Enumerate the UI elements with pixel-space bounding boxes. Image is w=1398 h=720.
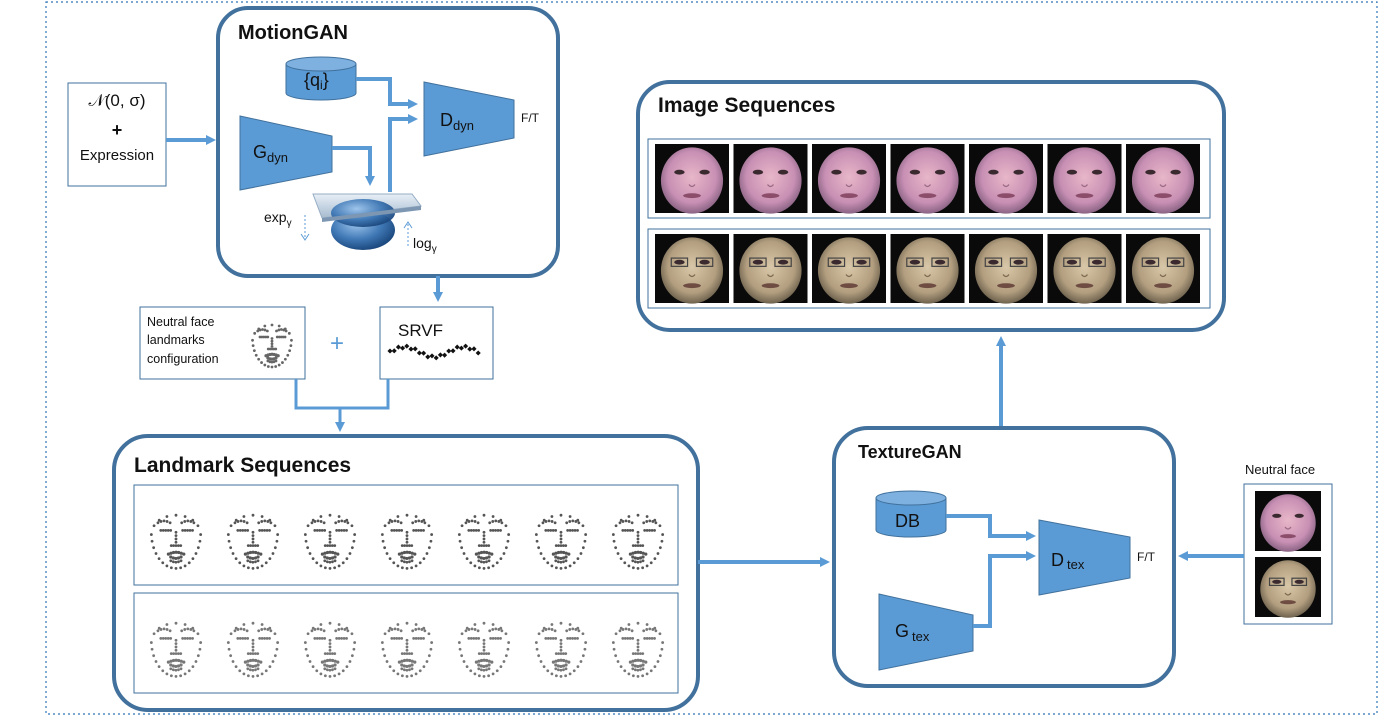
- svg-text:Ddyn: Ddyn: [440, 110, 474, 133]
- landmark-faces-group: [149, 513, 665, 678]
- srvf-curve-icon: [387, 343, 481, 361]
- face-image-subject-2: [890, 234, 965, 304]
- landmark-face: [457, 513, 511, 570]
- face-image-subject-2: [969, 234, 1043, 304]
- noise-expression-box: [67, 82, 167, 187]
- face-image-subject-1: [733, 144, 808, 214]
- landmark-face: [380, 621, 434, 678]
- db-cylinder: DB: [875, 490, 947, 538]
- landmark-face: [457, 621, 511, 678]
- srvf-label: SRVF: [398, 321, 443, 340]
- expression-label: Expression: [80, 147, 154, 164]
- neutral-landmark-face-icon: [251, 323, 293, 369]
- log-label: logγ: [413, 235, 437, 255]
- q-to-d-arrow: [356, 77, 418, 109]
- landmark-face: [251, 323, 293, 369]
- neutral-landmarks-line3: configuration: [147, 352, 219, 366]
- landmark-face: [149, 621, 203, 678]
- neutral-landmarks-line2: landmarks: [147, 333, 205, 347]
- face-image-subject-2: [1255, 557, 1321, 618]
- outer-frame: [45, 1, 1378, 715]
- noise-distribution-label: 𝒩(0, σ): [88, 91, 145, 110]
- q-label: {qi}: [304, 70, 329, 92]
- face-image-subject-2: [1126, 234, 1200, 304]
- landmark-face: [611, 621, 665, 678]
- manifold-illustration: [312, 193, 422, 250]
- neutral-face-images: [1255, 491, 1321, 618]
- plus-sign: +: [330, 330, 344, 357]
- landmark-face: [611, 513, 665, 570]
- face-image-subject-1: [890, 144, 965, 214]
- neutral-landmarks-line1: Neutral face: [147, 315, 214, 329]
- face-image-subject-1: [1047, 144, 1122, 214]
- face-image-subject-2: [1047, 234, 1122, 304]
- image-sequences-title: Image Sequences: [658, 94, 835, 117]
- face-image-subject-1: [655, 144, 729, 214]
- svg-text:Gdyn: Gdyn: [253, 142, 288, 165]
- landmark-face: [226, 621, 280, 678]
- gtex-to-dtex-arrow: [973, 551, 1036, 628]
- db-to-dtex-arrow: [946, 514, 1036, 541]
- db-label: DB: [895, 511, 920, 531]
- landmark-face: [226, 513, 280, 570]
- landmark-face: [303, 621, 357, 678]
- image-faces-group: [655, 144, 1200, 304]
- exp-label: expγ: [264, 209, 292, 229]
- manifold-to-d-arrow: [388, 114, 418, 192]
- texturegan-title: TextureGAN: [858, 442, 962, 462]
- face-image-subject-1: [1255, 491, 1321, 552]
- g-dyn-generator: Gdyn: [239, 115, 333, 191]
- g-to-manifold-arrow: [332, 146, 375, 186]
- landmark-face: [380, 513, 434, 570]
- motiongan-ft-label: F/T: [521, 111, 540, 125]
- neutral-landmarks-box: [139, 306, 306, 380]
- face-image-subject-1: [812, 144, 886, 214]
- face-image-subject-2: [655, 234, 729, 304]
- merge-connector: [294, 379, 390, 410]
- texturegan-ft-label: F/T: [1137, 550, 1156, 564]
- face-image-subject-1: [969, 144, 1043, 214]
- landmark-face: [534, 621, 588, 678]
- d-dyn-discriminator: Ddyn: [423, 81, 515, 157]
- srvf-box: [379, 306, 494, 380]
- landmark-face: [303, 513, 357, 570]
- neutral-face-label: Neutral face: [1245, 462, 1315, 477]
- face-image-subject-1: [1126, 144, 1200, 214]
- face-image-subject-2: [733, 234, 808, 304]
- landmark-face: [149, 513, 203, 570]
- noise-plus-label: +: [112, 120, 123, 140]
- q-database-cylinder: {qi}: [285, 56, 357, 101]
- landmark-face: [534, 513, 588, 570]
- face-image-subject-2: [812, 234, 886, 304]
- landmark-sequences-title: Landmark Sequences: [134, 454, 351, 477]
- motiongan-title: MotionGAN: [238, 22, 348, 44]
